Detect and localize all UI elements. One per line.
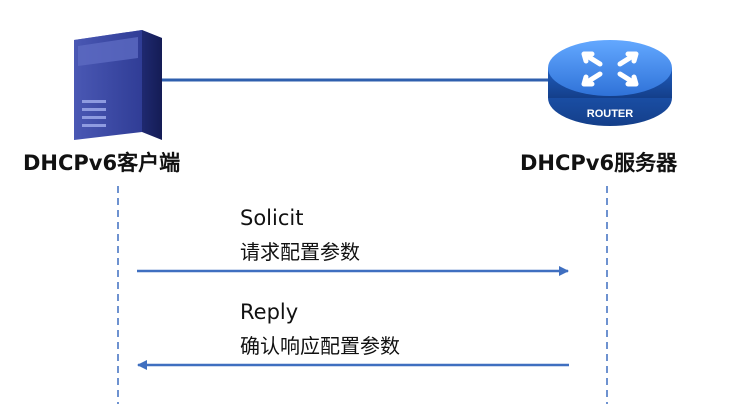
server-label: DHCPv6服务器: [520, 151, 678, 175]
router-icon-text: ROUTER: [587, 108, 634, 120]
reply-message-description: 确认响应配置参数: [240, 334, 400, 358]
router-icon: [548, 40, 672, 126]
client-label: DHCPv6客户端: [23, 151, 181, 175]
reply-message-name: Reply: [240, 300, 299, 324]
solicit-message-description: 请求配置参数: [240, 240, 360, 264]
solicit-message-name: Solicit: [240, 206, 304, 230]
server-icon: [74, 30, 162, 140]
